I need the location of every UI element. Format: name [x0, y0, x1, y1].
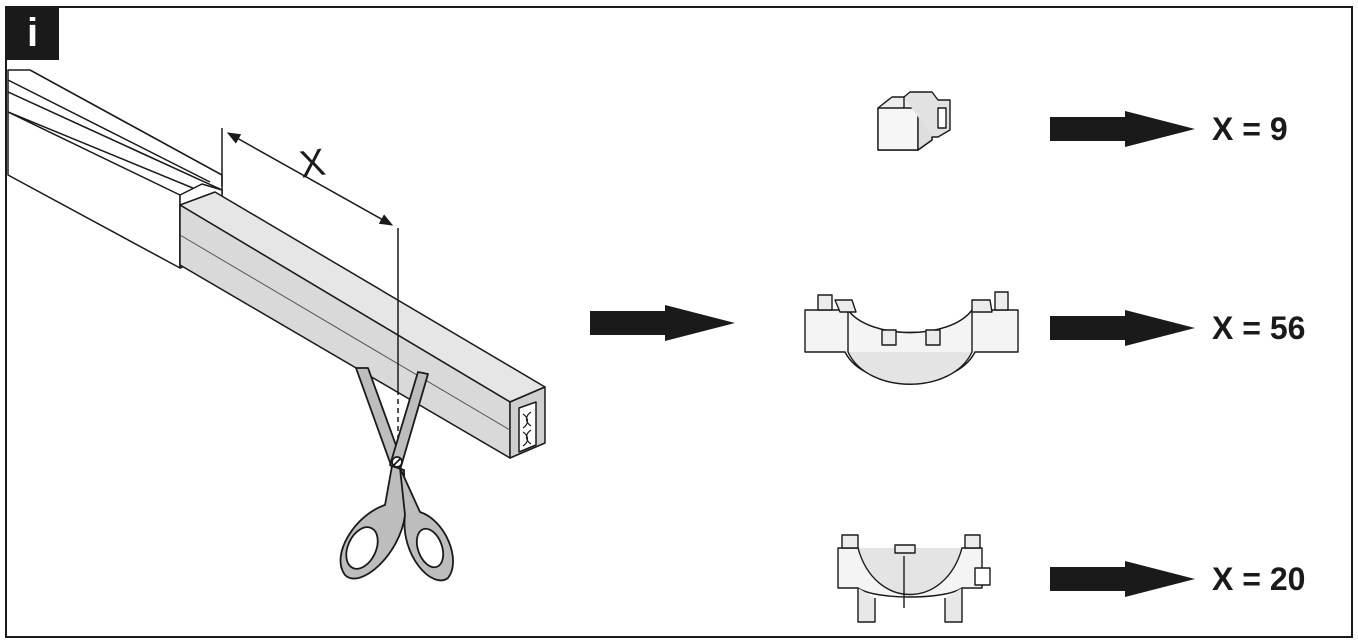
- arrow-row-2: [1050, 310, 1195, 346]
- main-arrow: [590, 305, 735, 341]
- dimension-x: [221, 128, 399, 440]
- curved-connector-part: [804, 291, 1019, 385]
- length-label-row-2: X = 56: [1212, 310, 1306, 346]
- scissors-icon: [339, 367, 454, 582]
- diagram-frame: [5, 6, 1353, 638]
- length-label-row-3: X = 20: [1212, 561, 1306, 597]
- end-cap-part: [877, 91, 951, 151]
- dimension-label: X: [297, 141, 328, 186]
- straight-clip-part: [837, 534, 991, 623]
- arrow-row-1: [1050, 111, 1195, 147]
- step-badge: i: [6, 7, 59, 60]
- arrow-row-3: [1050, 561, 1195, 597]
- length-label-row-1: X = 9: [1212, 111, 1288, 147]
- inner-profile: [179, 191, 546, 459]
